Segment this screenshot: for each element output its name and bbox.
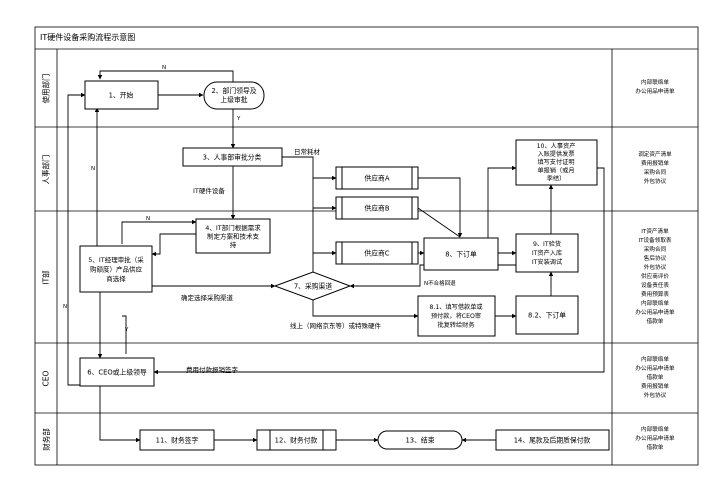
node-text-n81: 8.1、填写借款单或预付款，将CEO审批复转给财务 bbox=[429, 303, 482, 329]
diagram-title: IT硬件设备采购流程示意图 bbox=[40, 33, 136, 42]
node-purchase-channel bbox=[273, 271, 352, 301]
side-note-item: 外包协议 bbox=[643, 264, 667, 271]
node-order bbox=[423, 237, 499, 271]
side-notes-hr: 调定资产清单费用报销单采购合同外包协议 bbox=[612, 127, 698, 211]
edge-label-confirm: 确定选择采购渠道 bbox=[181, 294, 233, 302]
node-asset-entry bbox=[515, 139, 598, 186]
edge-label-n-top: N bbox=[162, 65, 167, 71]
node-text-supB: 供应商B bbox=[364, 203, 389, 212]
node-text-n12: 12、财务付款 bbox=[275, 435, 318, 444]
side-note-item: 供应商评价 bbox=[641, 273, 669, 280]
node-ceo bbox=[79, 357, 155, 387]
side-note-item: 费用预算表 bbox=[641, 291, 669, 298]
side-note-item: 办公用品申请单 bbox=[635, 365, 675, 372]
node-text-n1: 1、开始 bbox=[109, 90, 134, 99]
side-notes-use: 内部联络单办公用品申请单 bbox=[612, 49, 698, 127]
side-notes-fin: 内部联络单办公用品申请单借款单 bbox=[612, 413, 698, 465]
node-final-pay bbox=[495, 429, 610, 451]
node-text-supC: 供应商C bbox=[364, 248, 389, 257]
side-notes-it: IT资产清单 IT设备领取表采购合同售后协议外包协议供应商评价设备责任表费用预算表… bbox=[612, 211, 698, 343]
node-text-n4: 4、IT部门根据需求制定方案和技术支持 bbox=[205, 223, 261, 249]
side-note-item: 采购合同 bbox=[643, 170, 667, 176]
node-hr-classify bbox=[182, 147, 283, 167]
edge-label-y-top: Y bbox=[237, 116, 241, 122]
side-note-item: 调定资产清单 bbox=[638, 152, 672, 158]
side-note-item: 办公用品申请单 bbox=[635, 89, 675, 95]
node-it-plan bbox=[195, 218, 271, 254]
edge-label-ceo-sign: 费用付款报销签字 bbox=[186, 366, 238, 374]
side-note-item: 费用报销单 bbox=[641, 161, 669, 167]
node-inspect bbox=[515, 233, 579, 273]
side-note-item: 办公用品申请单 bbox=[635, 435, 675, 442]
node-start bbox=[84, 80, 159, 110]
node-text-n5: 5、IT经理审批（采购额度）产品供应商选择 bbox=[88, 255, 144, 283]
node-supplier-a bbox=[335, 166, 419, 190]
node-dept-approval bbox=[203, 81, 265, 110]
edge-label-fail: N不合格回退 bbox=[424, 281, 456, 287]
side-note-item: IT设备领取表 bbox=[638, 237, 672, 244]
node-text-n6: 6、CEO或上级领导 bbox=[87, 367, 147, 376]
node-loan bbox=[417, 295, 496, 337]
side-note-item: 费用报销单 bbox=[641, 383, 669, 390]
side-note-item: IT资产清单 bbox=[641, 228, 669, 235]
connectors bbox=[67, 70, 605, 443]
node-text-n3: 3、人事部审批分类 bbox=[203, 152, 262, 161]
side-notes-ceo: 内部联络单办公用品申请单借款单费用报销单外包协议 bbox=[612, 343, 698, 413]
edge-label-n-far: N bbox=[63, 304, 68, 310]
node-end bbox=[377, 430, 463, 450]
node-supplier-c bbox=[335, 241, 419, 265]
node-text-n10: 10、人事资产入账提供发票填写支付证明单报销（或月季结） bbox=[537, 142, 576, 183]
side-note-item: 设备责任表 bbox=[641, 282, 669, 289]
side-note-item: 内部联络单 bbox=[641, 426, 669, 433]
side-note-item: 借款单 bbox=[646, 318, 664, 325]
side-note-item: 内部联络单 bbox=[641, 300, 669, 307]
edge-label-ithw: IT硬件设备 bbox=[193, 187, 225, 195]
side-note-item: 内部联络单 bbox=[641, 356, 669, 363]
node-fin-pay bbox=[256, 429, 337, 451]
side-note-item: 借款单 bbox=[646, 444, 664, 451]
swimlane-grid bbox=[34, 26, 699, 466]
side-note-item: 借款单 bbox=[646, 374, 664, 381]
edge-label-n-left: N bbox=[91, 166, 96, 172]
node-fin-sign bbox=[139, 429, 215, 451]
edge-label-daily: 日常耗材 bbox=[294, 148, 320, 156]
node-text-n82: 8.2、下订单 bbox=[528, 310, 566, 319]
node-text-n11: 11、财务签字 bbox=[156, 435, 199, 444]
side-note-item: 内部联络单 bbox=[641, 80, 669, 86]
side-note-item: 售后协议 bbox=[643, 255, 667, 262]
side-note-item: 外包协议 bbox=[643, 392, 667, 399]
node-text-n8: 8、下订单 bbox=[445, 249, 477, 258]
node-text-supA: 供应商A bbox=[364, 173, 389, 182]
side-note-item: 外包协议 bbox=[643, 179, 667, 185]
node-supplier-b bbox=[335, 196, 419, 220]
side-note-item: 采购合同 bbox=[643, 246, 667, 253]
process-bars bbox=[269, 167, 413, 450]
node-text-n7: 7、采购渠道 bbox=[294, 281, 333, 290]
side-note-item: 办公用品申请单 bbox=[635, 309, 675, 316]
node-text-n2: 2、部门领导及上级审批 bbox=[211, 86, 256, 104]
edge-label-n-mid: N bbox=[146, 216, 151, 222]
node-text-n13: 13、结束 bbox=[405, 435, 434, 444]
node-order-2 bbox=[515, 295, 579, 335]
node-text-n14: 14、尾款及后期质保付款 bbox=[514, 435, 591, 444]
node-it-manager bbox=[79, 245, 153, 293]
edge-label-y-mid: Y bbox=[125, 327, 129, 333]
edge-label-online: 线上（网络京东等）或特殊硬件 bbox=[290, 322, 381, 330]
